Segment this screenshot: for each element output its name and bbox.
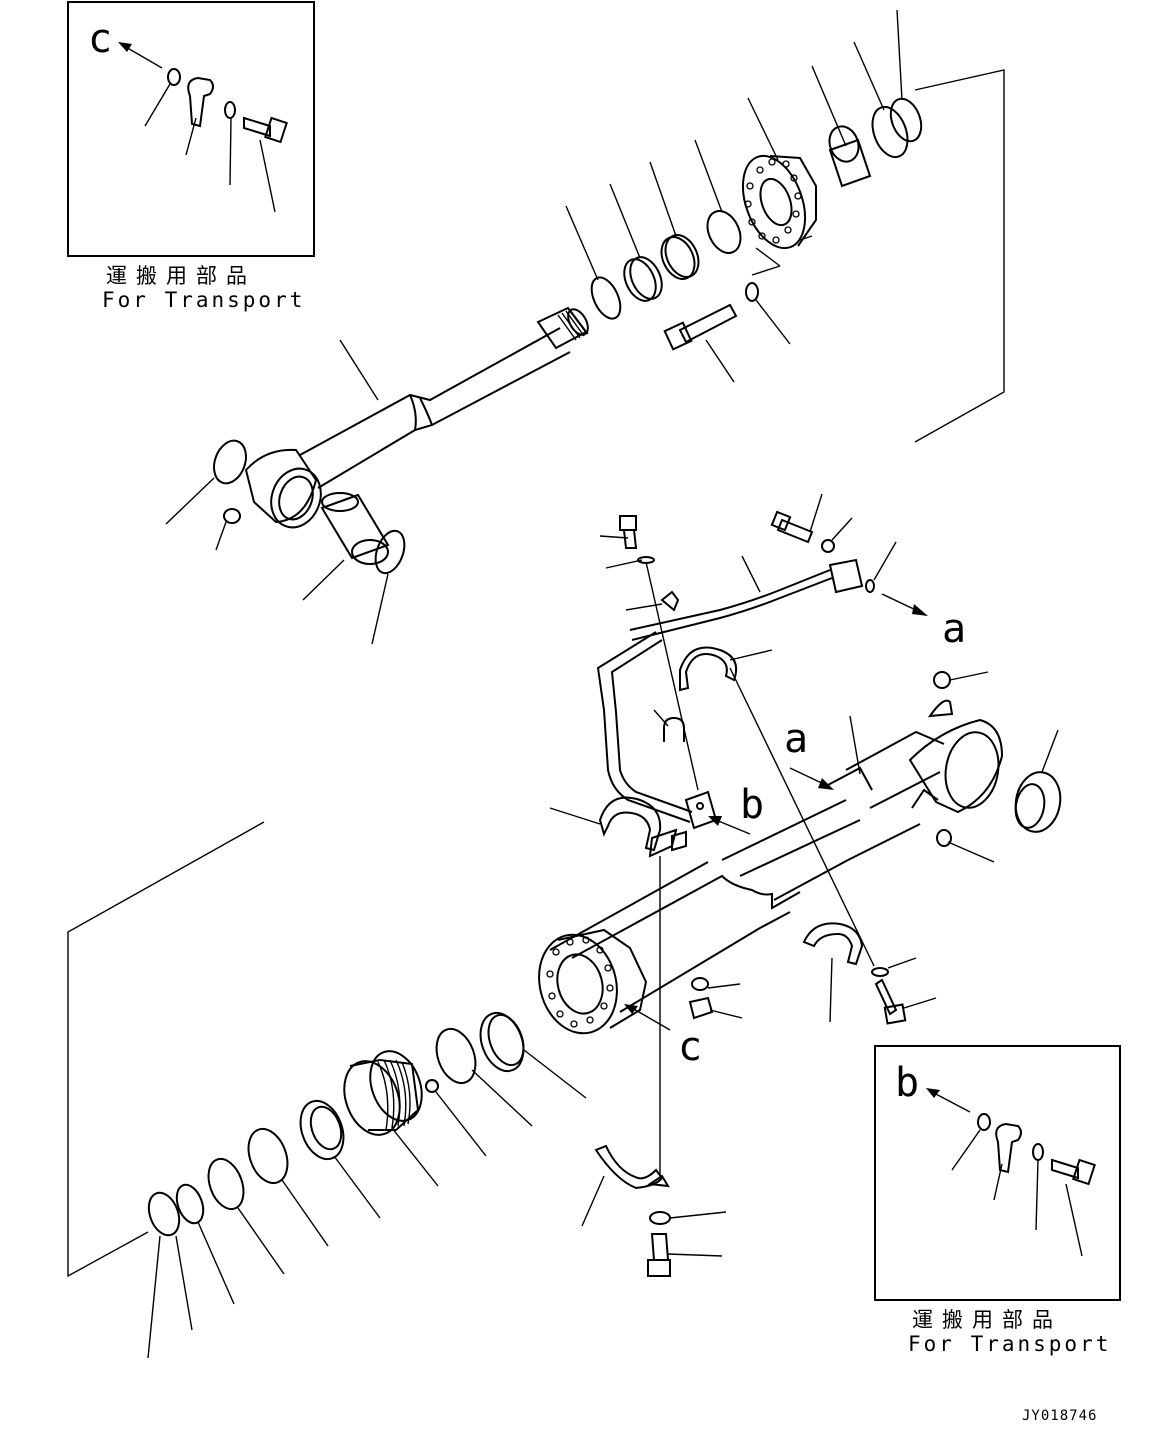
piston-seal-ring-2 [435, 1027, 533, 1127]
wear-ring [299, 1099, 381, 1219]
pipe-clamp-top [679, 646, 875, 967]
plug-part [167, 68, 181, 86]
arrow-c-mid [624, 1004, 671, 1031]
inset-label-jp-b: 運搬用部品 [912, 1308, 1062, 1332]
lock-plate-part-b [995, 1122, 1022, 1174]
frame-line-lower [67, 821, 265, 1278]
tube-oring [865, 541, 897, 593]
callout-b-mid: b [740, 782, 764, 828]
inset-frame-bottom [874, 1045, 1121, 1301]
piston-ring-3 [175, 1183, 235, 1305]
cylinder-head-end [538, 928, 648, 1035]
inset-transport-parts-c: c 運搬用部品 For Transport [67, 1, 315, 312]
rod-eye [244, 448, 322, 529]
mid-clamp-bracket [659, 830, 687, 1180]
cylinder-head [741, 97, 817, 250]
grease-fitting-bottom [936, 829, 995, 863]
inset-label-en: For Transport [102, 288, 305, 312]
lock-plate-part [187, 76, 214, 128]
u-bolt [653, 709, 685, 742]
tube-rear-fitting [933, 671, 989, 689]
arrow-b-mid [708, 816, 751, 835]
pipe-clamp-bottom [802, 922, 864, 1023]
inset-frame-top [67, 1, 315, 257]
clamp-bottom-strap [581, 1144, 670, 1227]
inset-callout-c: c [88, 16, 112, 62]
lower-clamp-bolt [871, 957, 937, 1025]
clamp-nut [688, 977, 743, 1020]
piston-ring-1 [247, 1127, 329, 1247]
inset-transport-parts-b: b 運搬用部品 For Transport [874, 1045, 1121, 1356]
inset-label-en-b: For Transport [908, 1332, 1111, 1356]
cylinder-tube: a c [538, 671, 1062, 1070]
flange-washer [821, 517, 853, 553]
pipe-clamp-mid [549, 796, 678, 858]
bottom-eye [908, 699, 1004, 814]
piston [343, 1050, 439, 1187]
callout-a-top: a [942, 606, 966, 652]
piston-ring-4 [147, 1191, 193, 1359]
head-bolt [663, 303, 738, 383]
callout-c-mid: c [678, 1024, 702, 1070]
clamp-bolt-top [599, 515, 699, 791]
head-bushing [811, 65, 872, 188]
clamp-bracket-top [625, 590, 680, 612]
rod-seal-rings [565, 139, 742, 320]
head-washer [745, 247, 791, 345]
clamp-bottom-bolt [647, 1233, 723, 1277]
washer-part [224, 101, 236, 119]
bushing [320, 492, 390, 565]
bottom-bushing [1014, 729, 1062, 833]
bolt-part [243, 116, 288, 213]
inset-callout-b: b [895, 1060, 919, 1106]
washer-part-b [1032, 1143, 1044, 1161]
drawing-code: JY018746 [1022, 1408, 1097, 1424]
o-ring-right [374, 529, 406, 575]
grease-fitting [223, 508, 241, 524]
bolt-part-b [1051, 1158, 1096, 1257]
arrow-to-b [926, 1088, 971, 1113]
clamp-bottom-washer [649, 1211, 727, 1225]
inset-label-jp: 運搬用部品 [106, 264, 256, 288]
arrow-to-a [881, 593, 928, 616]
plug-part-b [977, 1113, 991, 1131]
arrow-a-mid [789, 767, 834, 790]
flange-bolt [770, 493, 823, 544]
frame-line-upper [914, 69, 1005, 443]
head-seal-rings [853, 9, 923, 159]
piston-rod-assembly [165, 306, 589, 645]
tube-flange-lower [684, 790, 718, 830]
callout-a-mid: a [784, 716, 808, 762]
piston-ring-2 [207, 1157, 285, 1275]
set-screw [425, 1079, 487, 1157]
piston-seal-ring-1 [479, 1011, 587, 1099]
o-ring-left [213, 439, 247, 485]
arrow-to-c [118, 42, 163, 69]
hydraulic-tube [596, 555, 864, 823]
